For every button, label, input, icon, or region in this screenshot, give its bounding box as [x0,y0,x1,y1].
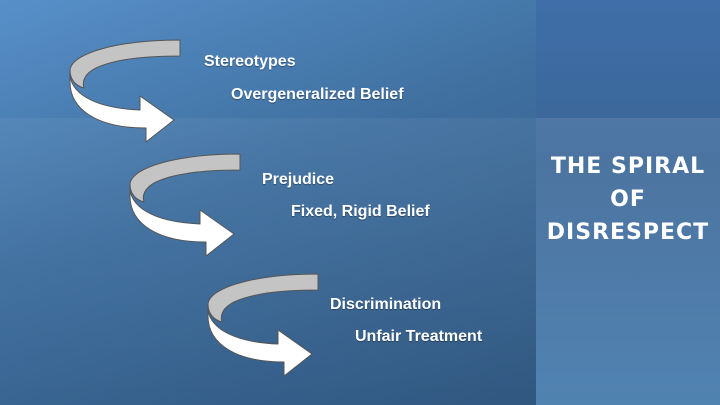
slide-title: THE SPIRAL OF DISRESPECT [536,150,720,249]
step-2-term: Prejudice [262,171,335,188]
step-3-description: Unfair Treatment [355,328,483,345]
step-3-term: Discrimination [330,296,442,313]
title-line-2: OF [610,187,646,212]
title-line-3: DISRESPECT [546,220,710,245]
curved-arrow-icon-3 [207,273,319,377]
title-panel [536,0,720,405]
step-1-term: Stereotypes [204,53,296,70]
step-2-description: Fixed, Rigid Belief [291,203,430,220]
title-line-1: THE SPIRAL [550,154,706,179]
curved-arrow-icon-1 [69,39,181,143]
curved-arrow-icon-2 [129,153,241,257]
step-1-description: Overgeneralized Belief [231,86,404,103]
title-panel-band [536,118,720,405]
